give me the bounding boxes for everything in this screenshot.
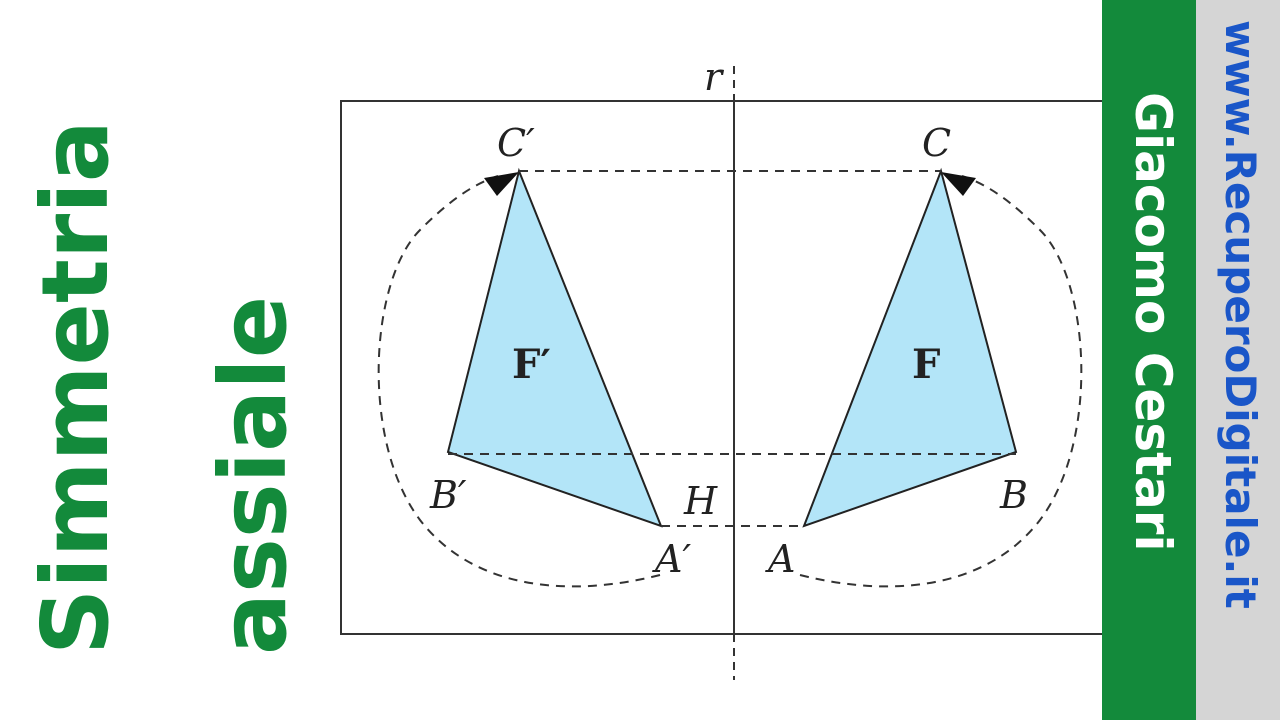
point-b-prime-label: B′ <box>429 473 467 517</box>
right-arc-arrowhead <box>941 172 976 196</box>
point-c-prime-label: C′ <box>497 121 535 165</box>
figure-f-prime-label: F′ <box>512 341 551 388</box>
point-c-label: C <box>922 121 951 165</box>
triangle-f-prime <box>446 167 663 528</box>
author-name: Giacomo Cestari <box>1124 92 1182 552</box>
axis-r-label: r <box>704 55 725 99</box>
right-rotation-arc <box>799 175 1083 588</box>
left-rotation-arc <box>377 175 661 588</box>
point-b-label: B <box>999 473 1028 517</box>
website-link[interactable]: www.RecuperoDigitale.it <box>1216 20 1265 609</box>
triangle-f <box>802 167 1018 528</box>
left-arc-arrowhead <box>484 172 519 196</box>
author-banner <box>1102 0 1196 720</box>
figure-f-label: F <box>912 341 940 388</box>
website-banner <box>1196 0 1280 720</box>
point-a-label: A <box>765 537 795 581</box>
point-a-prime-label: A′ <box>652 537 691 581</box>
point-h-label: H <box>683 479 718 523</box>
